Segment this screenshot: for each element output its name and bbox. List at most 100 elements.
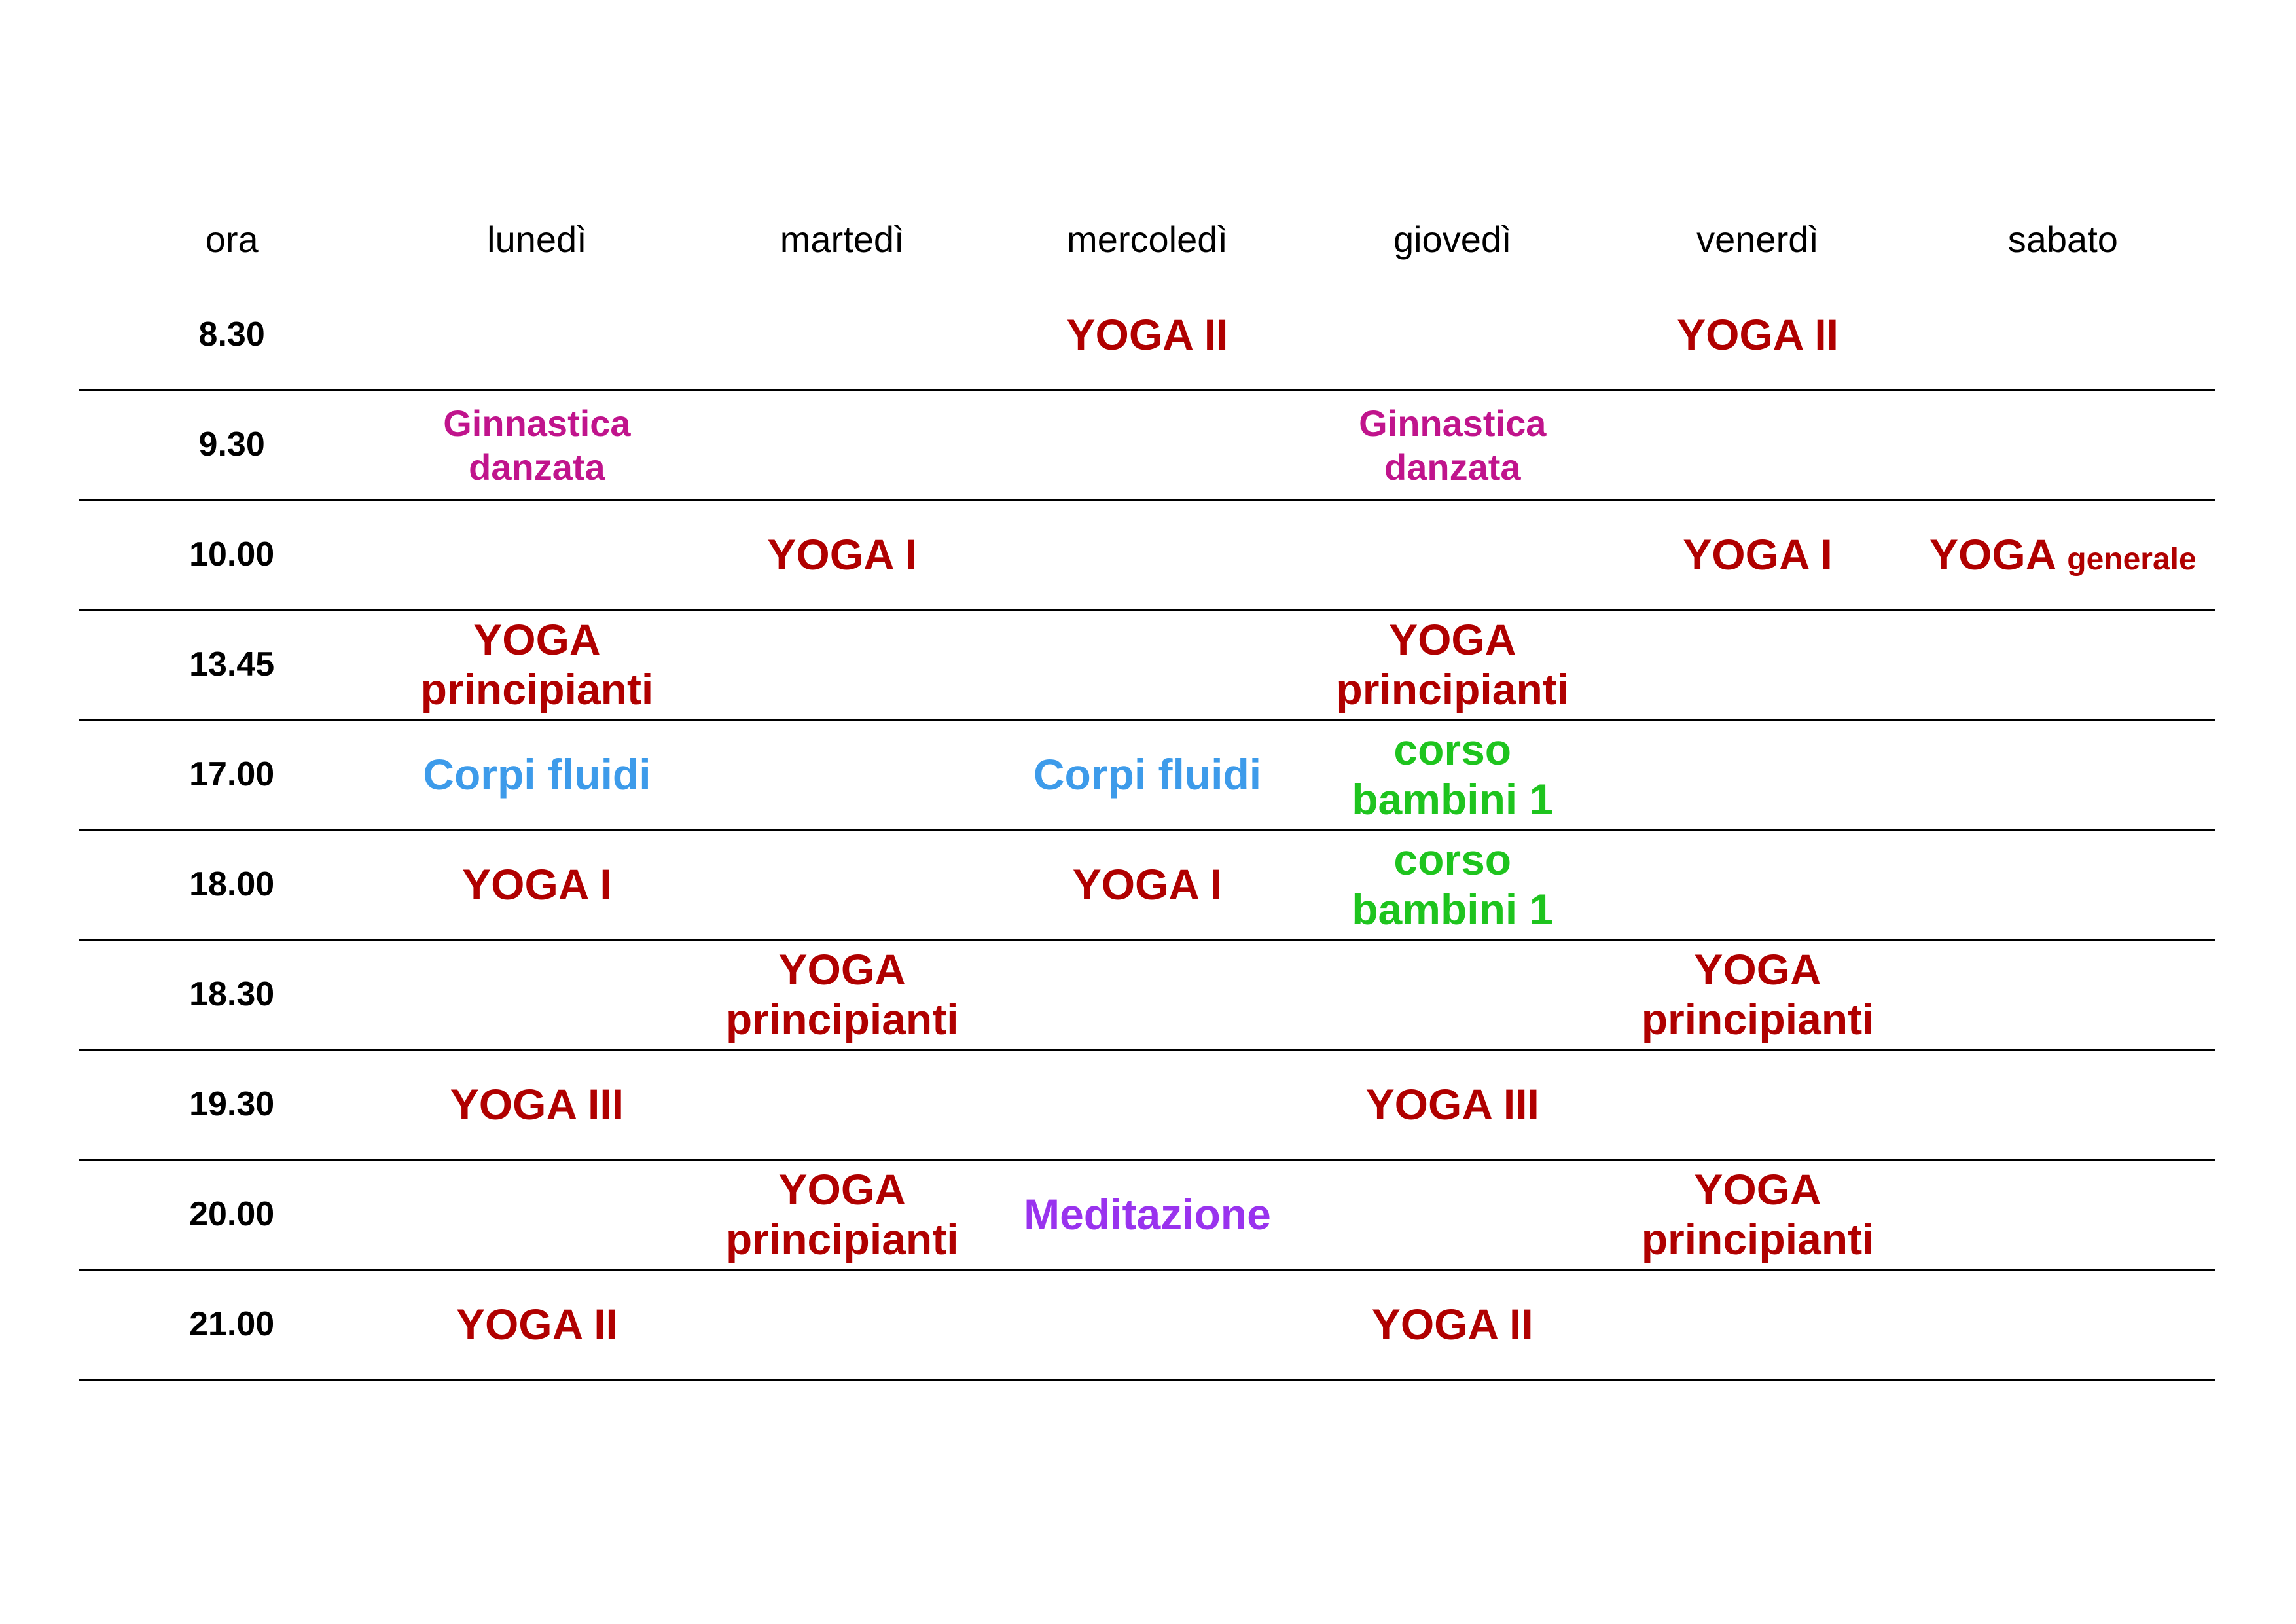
class-name-line: YOGA III: [450, 1080, 624, 1129]
time-slot: 9.30: [79, 390, 385, 501]
schedule-cell-tuesday: [689, 1270, 995, 1381]
schedule-cell-monday: YOGA II: [384, 1270, 690, 1381]
schedule-cell-wednesday: Corpi fluidi: [994, 720, 1300, 831]
schedule-cell-wednesday: [994, 940, 1300, 1051]
time-slot: 17.00: [79, 720, 385, 831]
schedule-cell-tuesday: [689, 390, 995, 501]
class-name-line: Corpi fluidi: [1033, 750, 1262, 799]
class-name-line: principianti: [1336, 665, 1570, 713]
schedule-cell-wednesday: [994, 610, 1300, 721]
time-slot: 18.30: [79, 940, 385, 1051]
schedule-cell-wednesday: YOGA II: [994, 281, 1300, 391]
header-day-friday: venerdì: [1696, 218, 1819, 260]
header-day-monday: lunedì: [487, 218, 587, 260]
schedule-cell-friday: YOGA II: [1605, 281, 1910, 391]
class-name-line: Ginnastica: [443, 402, 631, 444]
header-day-tuesday: martedì: [780, 218, 905, 260]
weekly-schedule-table: ora lunedì martedì mercoledì giovedì ven…: [79, 196, 2215, 1381]
schedule-cell-saturday: [1910, 1050, 2215, 1161]
schedule-cell-wednesday: Meditazione: [994, 1160, 1300, 1271]
schedule-cell-saturday: [1910, 1270, 2215, 1381]
class-name-line: YOGA: [1694, 945, 1821, 994]
schedule-cell-thursday: [1300, 500, 1605, 611]
class-name-line: principianti: [725, 995, 959, 1043]
schedule-cell-monday: YOGA III: [384, 1050, 690, 1161]
time-slot: 8.30: [79, 281, 385, 391]
schedule-cell-saturday: [1910, 610, 2215, 721]
schedule-cell-thursday: [1300, 940, 1605, 1051]
schedule-cell-saturday: [1910, 940, 2215, 1051]
class-name-line: YOGA I: [1683, 530, 1833, 579]
class-name-line: YOGA I: [767, 530, 917, 579]
schedule-cell-saturday: [1910, 1160, 2215, 1271]
schedule-cell-tuesday: YOGA I: [689, 500, 995, 611]
schedule-cell-wednesday: [994, 1270, 1300, 1381]
class-name-line: corso: [1393, 835, 1512, 884]
schedule-cell-thursday: [1300, 281, 1605, 391]
schedule-cell-saturday: [1910, 281, 2215, 391]
time-slot: 20.00: [79, 1160, 385, 1271]
schedule-cell-monday: [384, 940, 690, 1051]
schedule-cell-wednesday: [994, 1050, 1300, 1161]
class-name-line: YOGA: [1694, 1165, 1821, 1214]
schedule-cell-wednesday: [994, 390, 1300, 501]
class-name-line: YOGA II: [1371, 1300, 1534, 1349]
class-name-line: bambini 1: [1352, 885, 1554, 933]
class-name: YOGA: [1929, 530, 2055, 579]
class-name-line: YOGA: [778, 945, 906, 994]
header-time: ora: [205, 218, 259, 260]
class-name-line: danzata: [469, 446, 605, 488]
schedule-cell-wednesday: YOGA I: [994, 830, 1300, 941]
table-row: 21.00 YOGA II YOGA II: [79, 1270, 2215, 1381]
table-row: 19.30 YOGA III YOGA III: [79, 1050, 2215, 1161]
class-name-line: YOGA: [1389, 615, 1516, 664]
schedule-cell-friday: [1605, 390, 1910, 501]
class-name-line: bambini 1: [1352, 775, 1554, 823]
schedule-cell-saturday: [1910, 390, 2215, 501]
class-name-line: YOGA II: [1677, 310, 1839, 359]
schedule-cell-monday: Corpi fluidi: [384, 720, 690, 831]
header-day-wednesday: mercoledì: [1067, 218, 1228, 260]
header-day-saturday: sabato: [2007, 218, 2118, 260]
class-name-line: principianti: [1641, 995, 1874, 1043]
time-slot: 10.00: [79, 500, 385, 611]
class-name-line: Ginnastica: [1359, 402, 1547, 444]
time-slot: 13.45: [79, 610, 385, 721]
schedule-header: ora lunedì martedì mercoledì giovedì ven…: [79, 196, 2215, 281]
time-slot: 21.00: [79, 1270, 385, 1381]
class-name-line: YOGA: [778, 1165, 906, 1214]
schedule-cell-wednesday: [994, 500, 1300, 611]
class-name-line: YOGA III: [1365, 1080, 1539, 1129]
schedule-cell-tuesday: [689, 1050, 995, 1161]
schedule-cell-tuesday: [689, 830, 995, 941]
class-name-line: YOGA II: [456, 1300, 618, 1349]
schedule-cell-monday: [384, 281, 690, 391]
schedule-cell-monday: [384, 1160, 690, 1271]
class-name-line: YOGA generale: [1910, 530, 2215, 580]
schedule-cell-monday: YOGA I: [384, 830, 690, 941]
table-row: 8.30 YOGA II YOGA II: [79, 281, 2215, 391]
schedule-cell-monday: [384, 500, 690, 611]
schedule-cell-friday: [1605, 1270, 1910, 1381]
time-slot: 19.30: [79, 1050, 385, 1161]
class-name-line: YOGA I: [1072, 860, 1223, 909]
time-slot: 18.00: [79, 830, 385, 941]
class-name-line: Corpi fluidi: [423, 750, 651, 799]
class-name-line: Meditazione: [1024, 1190, 1271, 1239]
schedule-cell-friday: [1605, 610, 1910, 721]
header-row: ora lunedì martedì mercoledì giovedì ven…: [79, 196, 2215, 281]
